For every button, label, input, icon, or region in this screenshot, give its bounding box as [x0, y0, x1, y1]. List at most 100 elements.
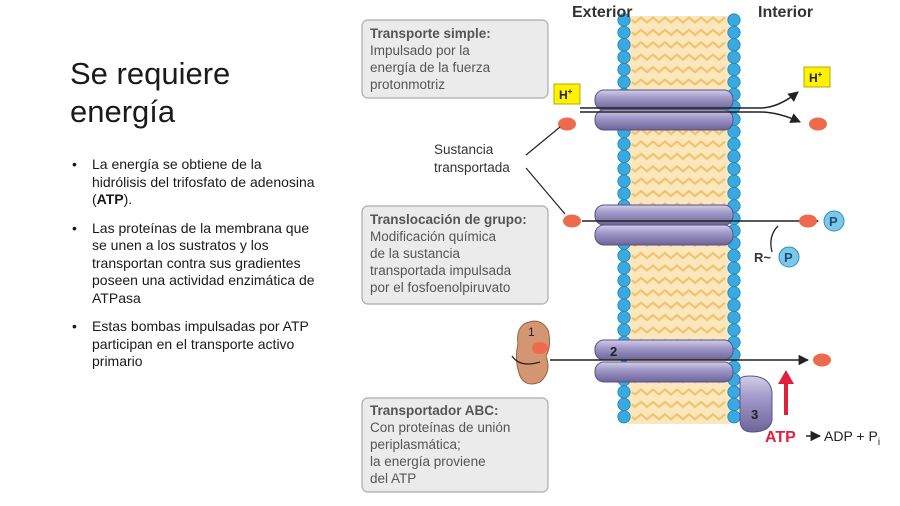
- group-translocation-title: Translocación de grupo:: [370, 212, 527, 227]
- slide-title-line1: Se requiere: [70, 56, 231, 91]
- lipid-tail: [631, 388, 726, 396]
- phosphate-label: P: [829, 214, 838, 229]
- simple-transport-line: protonmotriz: [370, 77, 445, 92]
- lipid-head: [727, 397, 741, 411]
- bullet-icon: •: [72, 219, 77, 236]
- lipid-tail: [631, 400, 726, 409]
- r-group-label: R~: [754, 250, 771, 265]
- group-translocation-line: por el fosfoenolpiruvato: [370, 280, 510, 295]
- lipid-head: [617, 75, 631, 89]
- simple-transport-line: energía de la fuerza: [370, 60, 491, 75]
- lipid-head: [727, 50, 741, 64]
- lipid-head: [727, 137, 741, 151]
- substance-interior-1: [809, 117, 827, 131]
- abc-line: la energía proviene: [370, 454, 486, 469]
- group-translocation-box: Translocación de grupo: Modificación quí…: [361, 205, 549, 305]
- phosphate-donor-label: P: [784, 250, 793, 265]
- substance-exterior-2: [563, 214, 581, 228]
- bullet-icon: •: [72, 318, 77, 334]
- lipid-tail: [631, 189, 726, 198]
- lipid-head: [727, 273, 741, 287]
- lipid-head: [617, 38, 631, 52]
- abc-transporter-box: Transportador ABC: Con proteínas de unió…: [361, 397, 549, 493]
- lipid-tail: [631, 313, 726, 322]
- lipid-tail: [631, 40, 726, 49]
- lipid-head: [617, 149, 631, 163]
- substance-pointer-1: [525, 126, 561, 156]
- lipid-head: [727, 174, 741, 188]
- simple-transport-box: Transporte simple: Impulsado por la ener…: [361, 19, 549, 99]
- bullet-3-text: Estas bombas impulsadas por ATP particip…: [92, 318, 309, 369]
- lipid-tail: [631, 301, 726, 310]
- lipid-head: [727, 298, 741, 312]
- lipid-tail: [631, 28, 726, 37]
- lipid-head: [617, 174, 631, 188]
- abc-transporter-protein: 3 2: [594, 339, 773, 433]
- lipid-head: [727, 162, 741, 176]
- lipid-tail: [631, 16, 726, 24]
- slide-title: Se requiere energía: [70, 55, 310, 131]
- proton-flow-arrow: [580, 91, 799, 109]
- lipid-head: [727, 38, 741, 52]
- phosphate-transfer-curve: [770, 225, 779, 253]
- lipid-head: [727, 187, 741, 201]
- lipid-head: [617, 162, 631, 176]
- bullet-1-text: La energía se obtiene de la hidrólisis d…: [92, 156, 315, 207]
- lipid-tail: [631, 288, 726, 297]
- lipid-tail: [631, 177, 726, 186]
- substance-exterior-1: [558, 117, 576, 131]
- lipid-head: [617, 261, 631, 275]
- step-2-label: 2: [610, 344, 617, 359]
- substance-label-line2: transportada: [434, 160, 510, 175]
- proton-box-interior: [803, 66, 831, 88]
- atp-label: ATP: [765, 429, 796, 446]
- exterior-label: Exterior: [572, 4, 632, 21]
- lipid-tail: [631, 53, 726, 62]
- lipid-head: [727, 261, 741, 275]
- abc-line: del ATP: [370, 471, 416, 486]
- binding-entry-arrow: [511, 355, 541, 365]
- lipid-tail: [631, 65, 726, 74]
- substance-pointer-2: [525, 167, 566, 215]
- group-translocation-line: de la sustancia: [370, 246, 461, 261]
- lipid-head: [617, 298, 631, 312]
- step-1-label: 1: [528, 325, 535, 339]
- lipid-tail: [631, 251, 726, 260]
- bullet-item-2: •Las proteínas de la membrana que se une…: [70, 220, 320, 308]
- substance-interior-2: [799, 214, 817, 228]
- substance-label-line1: Sustancia: [434, 142, 494, 157]
- bullet-item-1: •La energía se obtiene de la hidrólisis …: [70, 156, 320, 209]
- phosphate-icon: [823, 210, 845, 232]
- lipid-head: [617, 385, 631, 399]
- lipid-head: [617, 273, 631, 287]
- simple-transport-protein: [594, 89, 734, 131]
- bullet-1-bold: ATP: [96, 191, 124, 207]
- bullet-item-3: • Estas bombas impulsadas por ATP partici…: [70, 318, 320, 371]
- periplasmic-binding-protein: 1: [515, 320, 551, 385]
- lipid-head: [727, 410, 741, 424]
- simple-transport-line: Impulsado por la: [370, 43, 470, 58]
- abc-line: Con proteínas de unión: [370, 420, 510, 435]
- atp-arrow-head: [778, 370, 794, 384]
- bullet-1-after: ).: [123, 191, 133, 207]
- lipid-head: [727, 25, 741, 40]
- phosphate-icon: [778, 246, 800, 268]
- abc-line: periplasmática;: [370, 437, 461, 452]
- lipid-head: [617, 249, 631, 263]
- lipid-head: [617, 323, 631, 337]
- lipid-head: [617, 62, 631, 77]
- lipid-head: [617, 410, 631, 424]
- lipid-tail: [631, 276, 726, 285]
- atpase-subunit: [739, 375, 773, 433]
- lipid-head: [617, 187, 631, 201]
- lipid-head: [727, 62, 741, 77]
- lipid-head: [617, 310, 631, 325]
- proton-interior-label: H+: [809, 70, 823, 85]
- lipid-head: [727, 249, 741, 263]
- step-3-label: 3: [751, 407, 758, 422]
- lipid-head: [617, 50, 631, 64]
- lipid-head: [617, 25, 631, 40]
- simple-transport-title: Transporte simple:: [370, 26, 491, 41]
- lipid-head: [727, 323, 741, 337]
